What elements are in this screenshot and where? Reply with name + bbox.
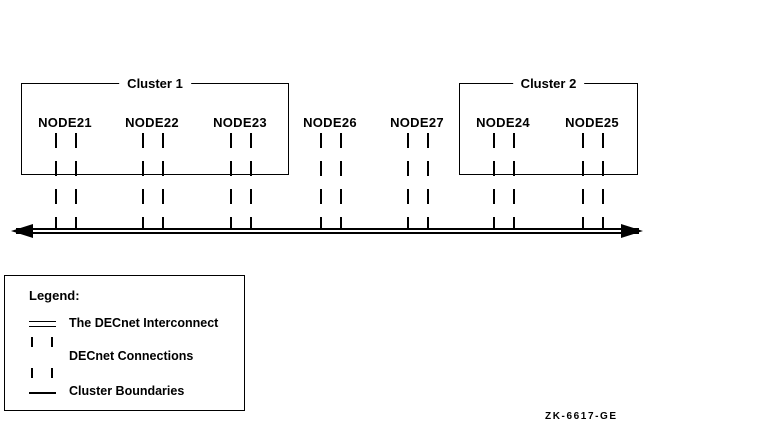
cluster-2-label: Cluster 2: [512, 76, 585, 90]
legend-item-boundaries: Cluster Boundaries: [69, 384, 185, 398]
decnet-connection-line: [142, 133, 144, 229]
cluster-border-gap: [583, 172, 601, 174]
decnet-connection-line: [602, 133, 604, 229]
arrow-left-icon: [11, 224, 33, 238]
legend-box: Legend: The DECnet Interconnect DECnet C…: [4, 275, 245, 411]
cluster-border-gap: [494, 172, 512, 174]
node-label-node25: NODE25: [565, 115, 619, 130]
connection-symbol-icon: [51, 337, 53, 378]
cluster-border-gap: [231, 172, 249, 174]
decnet-connection-line: [55, 133, 57, 229]
cluster-border-gap: [56, 172, 74, 174]
arrow-right-icon: [621, 224, 643, 238]
cluster-border-gap: [143, 172, 161, 174]
legend-item-connections: DECnet Connections: [69, 349, 194, 363]
node-label-node21: NODE21: [38, 115, 92, 130]
figure-code: ZK-6617-GE: [545, 411, 618, 422]
interconnect-symbol-icon: [29, 321, 56, 327]
connection-symbol-icon: [31, 337, 33, 378]
decnet-connection-line: [493, 133, 495, 229]
legend-item-interconnect: The DECnet Interconnect: [69, 316, 219, 330]
legend-title: Legend:: [29, 288, 80, 303]
decnet-connection-line: [75, 133, 77, 229]
node-label-node22: NODE22: [125, 115, 179, 130]
cluster-1-box: Cluster 1: [21, 76, 289, 175]
node-label-node24: NODE24: [476, 115, 530, 130]
decnet-connection-line: [582, 133, 584, 229]
node-label-node26: NODE26: [303, 115, 357, 130]
cluster-1-label: Cluster 1: [119, 76, 191, 90]
node-label-node23: NODE23: [213, 115, 267, 130]
boundary-symbol-icon: [29, 392, 56, 394]
decnet-connection-line: [513, 133, 515, 229]
decnet-connection-line: [407, 133, 409, 229]
decnet-interconnect-line: [16, 228, 639, 234]
decnet-connection-line: [162, 133, 164, 229]
decnet-connection-line: [230, 133, 232, 229]
decnet-connection-line: [340, 133, 342, 229]
node-label-node27: NODE27: [390, 115, 444, 130]
decnet-connection-line: [250, 133, 252, 229]
cluster-2-box: Cluster 2: [459, 76, 638, 175]
decnet-connection-line: [320, 133, 322, 229]
decnet-connection-line: [427, 133, 429, 229]
